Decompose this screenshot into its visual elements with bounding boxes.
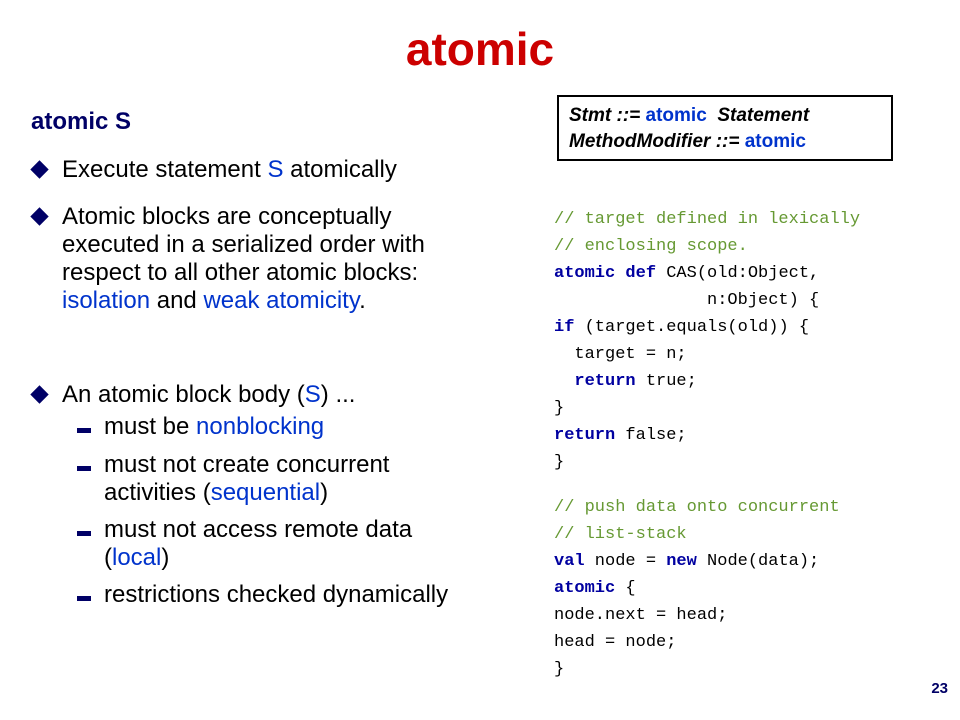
dash-bullet-icon <box>77 596 91 601</box>
bullet-block-body: An atomic block body (S) ... <box>30 381 355 409</box>
sub-bullet-nonblocking: must be nonblocking <box>77 413 324 441</box>
isolation-term: isolation <box>62 287 151 314</box>
section-heading: atomic S <box>31 108 132 135</box>
dash-bullet-icon <box>77 428 91 433</box>
dash-bullet-icon <box>77 531 91 536</box>
dash-bullet-icon <box>77 466 91 471</box>
grammar-box: Stmt ::= atomic Statement MethodModifier… <box>557 95 893 161</box>
slide-title: atomic <box>405 23 555 75</box>
diamond-bullet-icon <box>30 160 49 179</box>
sub-bullet-dynamic: restrictions checked dynamically <box>77 581 448 609</box>
bullet-execute: Execute statement S atomically <box>30 156 397 184</box>
sub-bullet-local: must not access remote data (local) <box>77 516 412 572</box>
page-number: 23 <box>931 680 948 697</box>
diamond-bullet-icon <box>30 207 49 226</box>
diamond-bullet-icon <box>30 385 49 404</box>
weak-atomicity-term: weak atomicity <box>203 287 360 314</box>
sub-bullet-sequential: must not create concurrent activities (s… <box>77 451 389 507</box>
code-block-push: // push data onto concurrent// list-stac… <box>554 498 840 679</box>
code-block-cas: // target defined in lexically// enclosi… <box>554 210 861 472</box>
bullet-atomic-blocks: Atomic blocks are conceptually executed … <box>30 203 425 315</box>
